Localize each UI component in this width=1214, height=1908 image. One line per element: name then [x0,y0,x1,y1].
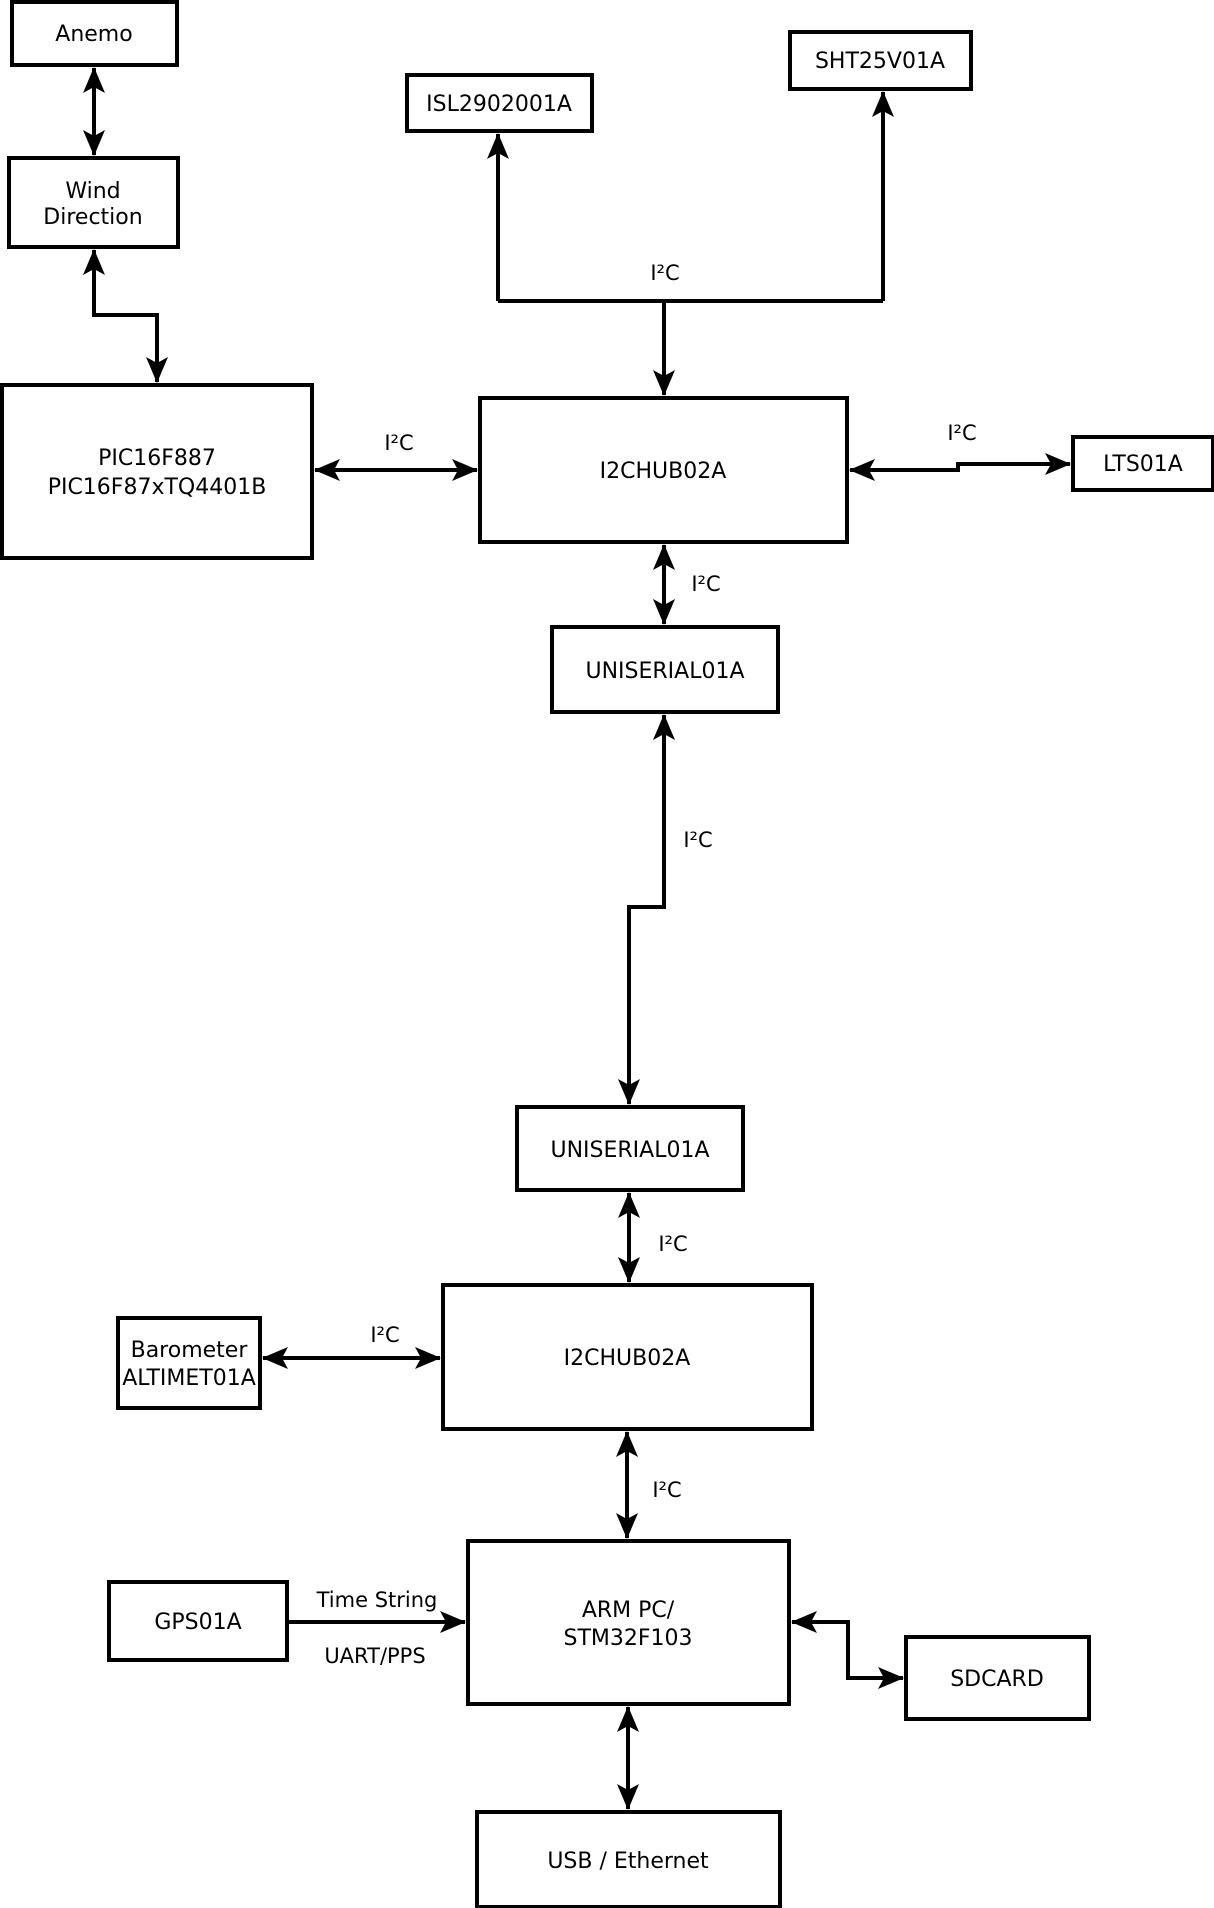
node-isl2902001a-label: ISL2902001A [426,92,572,117]
node-gps01a: GPS01A [107,1580,289,1662]
node-usb-ethernet: USB / Ethernet [475,1810,782,1908]
node-lts01a: LTS01A [1071,435,1214,492]
node-sdcard-label: SDCARD [950,1667,1044,1692]
node-pic16f887-label-line1: PIC16F887 [98,446,216,471]
node-barometer-altimet01a-box [116,1316,262,1410]
node-wind-direction: Wind Direction [7,156,180,249]
edge-hub1-lts [849,453,1071,481]
label-hub2-arm-i2c: I²C [652,1478,681,1502]
node-barometer-label-line2: ALTIMET01A [122,1366,256,1391]
node-wind-direction-label-line2: Direction [43,205,142,230]
label-sensor-bus-i2c: I²C [650,261,679,285]
node-sht25v01a-box [788,30,973,91]
node-arm-pc-label-line2: STM32F103 [563,1626,692,1651]
label-hub1-uniserial-i2c: I²C [691,572,720,596]
label-uniserial-hub2-i2c: I²C [658,1232,687,1256]
node-wind-direction-label-line1: Wind [65,179,120,204]
node-i2chub02a-bottom-box [441,1283,814,1431]
node-arm-pc-stm32f103: ARM PC/ STM32F103 [466,1539,791,1706]
edge-wind-pic [83,249,168,383]
node-isl2902001a: ISL2902001A [405,73,594,133]
node-gps01a-label: GPS01A [154,1610,241,1635]
node-arm-pc-box [466,1539,791,1706]
node-arm-pc-label-line1: ARM PC/ [582,1598,675,1623]
node-sdcard-box [904,1635,1091,1721]
node-isl2902001a-box [405,73,594,133]
edge-uniserial-top-bottom [618,714,675,1105]
node-i2chub02a-top-box [478,396,849,544]
node-usb-ethernet-box [475,1810,782,1908]
node-wind-direction-box [7,156,180,249]
node-pic16f887-box [0,383,314,560]
node-uniserial01a-top-box [550,625,780,714]
node-anemo: Anemo [10,0,179,67]
node-pic16f887-label-line2: PIC16F87xTQ4401B [48,475,267,500]
label-gps-uart-pps: UART/PPS [324,1644,425,1668]
label-hub1-lts-i2c: I²C [947,421,976,445]
node-pic16f887: PIC16F887 PIC16F87xTQ4401B [0,383,314,560]
node-i2chub02a-top: I2CHUB02A [478,396,849,544]
node-barometer-altimet01a: Barometer ALTIMET01A [116,1316,262,1410]
node-lts01a-box [1071,435,1214,492]
node-gps01a-box [107,1580,289,1662]
node-i2chub02a-top-label: I2CHUB02A [600,459,727,484]
node-uniserial01a-bottom: UNISERIAL01A [515,1105,745,1192]
node-lts01a-label: LTS01A [1103,452,1183,477]
node-uniserial01a-top: UNISERIAL01A [550,625,780,714]
node-i2chub02a-bottom: I2CHUB02A [441,1283,814,1431]
edge-arm-sdcard [791,1611,904,1689]
node-sht25v01a: SHT25V01A [788,30,973,91]
label-gps-time-string: Time String [316,1588,438,1612]
node-sht25v01a-label: SHT25V01A [815,49,945,74]
label-barometer-hub2-i2c: I²C [370,1323,399,1347]
node-uniserial01a-top-label: UNISERIAL01A [585,659,744,684]
node-sdcard: SDCARD [904,1635,1091,1721]
label-uniserial-link-i2c: I²C [683,828,712,852]
label-pic-hub1-i2c: I²C [384,431,413,455]
node-anemo-label: Anemo [55,22,132,47]
node-anemo-box [10,0,179,67]
node-uniserial01a-bottom-label: UNISERIAL01A [550,1138,709,1163]
node-usb-ethernet-label: USB / Ethernet [547,1849,709,1874]
node-barometer-label-line1: Barometer [131,1338,249,1363]
node-i2chub02a-bottom-label: I2CHUB02A [564,1346,691,1371]
node-uniserial01a-bottom-box [515,1105,745,1192]
